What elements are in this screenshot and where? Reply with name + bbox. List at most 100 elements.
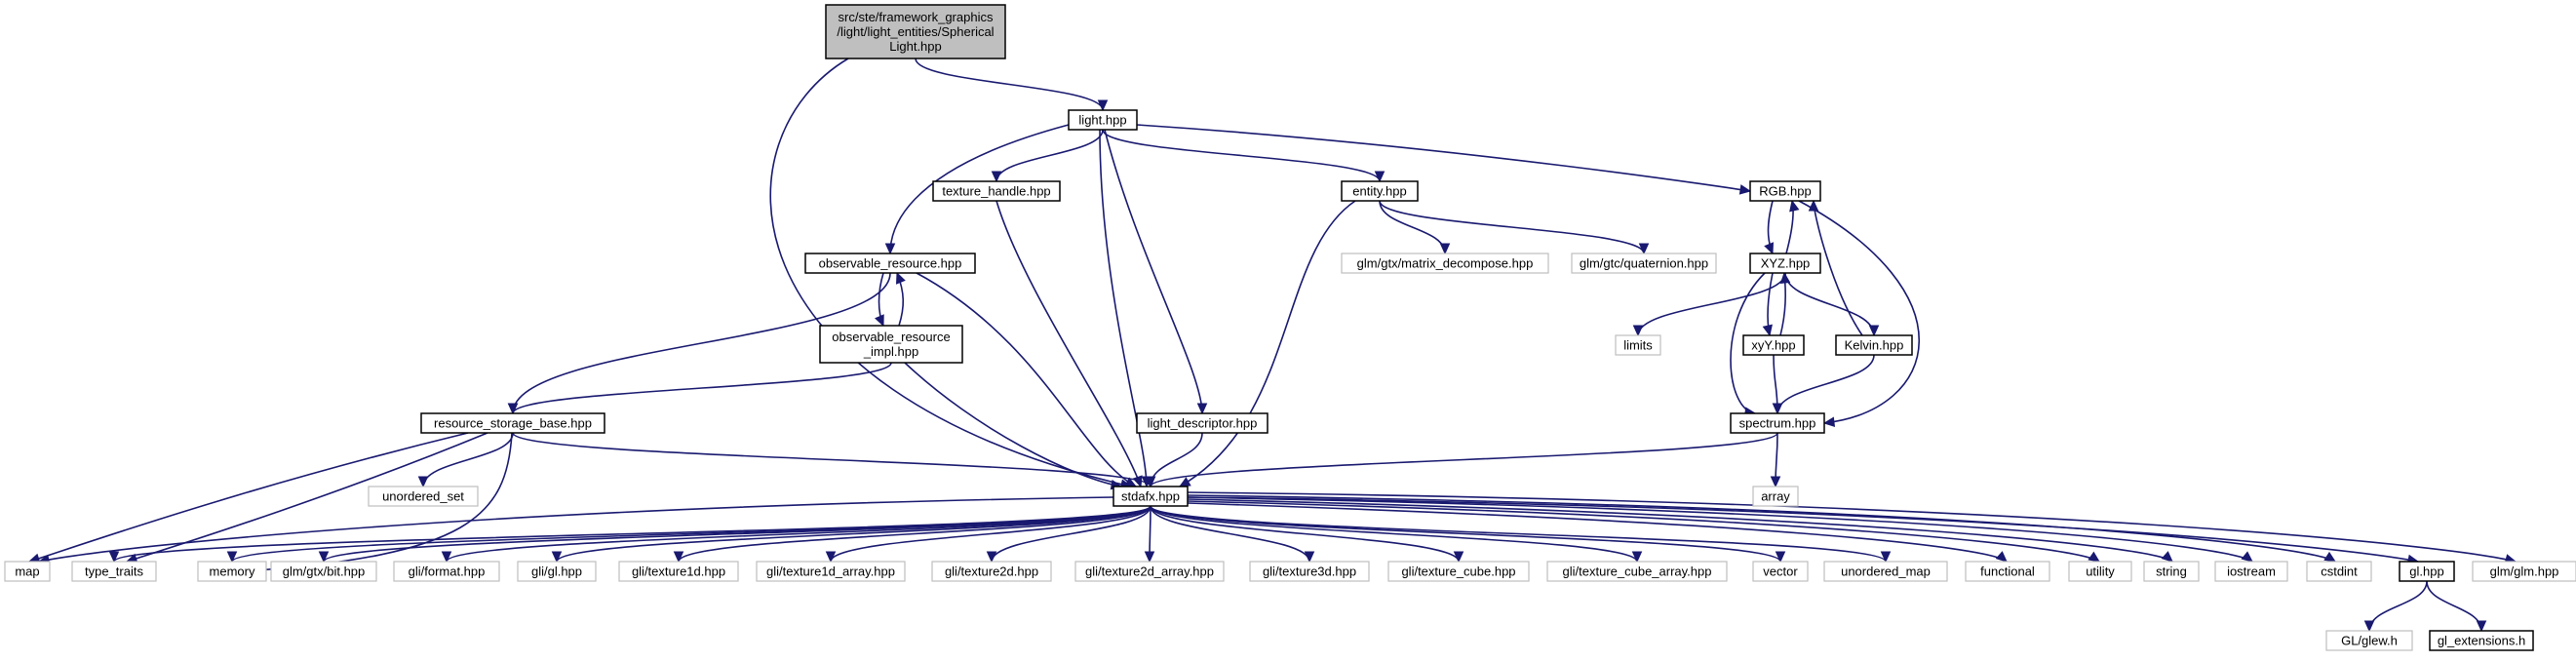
node-spectrum[interactable]: spectrum.hpp xyxy=(1730,412,1825,434)
node-gli-texture1d: gli/texture1d.hpp xyxy=(618,561,739,582)
edges-layer xyxy=(27,58,2517,633)
node-entity[interactable]: entity.hpp xyxy=(1341,180,1419,202)
node-limits: limits xyxy=(1615,334,1661,356)
node-label: gli/texture3d.hpp xyxy=(1263,565,1356,579)
node-string: string xyxy=(2143,561,2200,582)
edge-stdafx-to-gli_format xyxy=(441,505,1151,564)
node-stdafx[interactable]: stdafx.hpp xyxy=(1112,486,1189,507)
edge-arrowhead xyxy=(507,403,519,415)
node-label: stdafx.hpp xyxy=(1121,489,1180,504)
node-light[interactable]: light.hpp xyxy=(1068,109,1138,131)
node-box xyxy=(2399,561,2455,582)
node-box xyxy=(517,561,597,582)
edge-arrowhead xyxy=(1738,184,1752,195)
edge-line xyxy=(769,58,1132,487)
node-box xyxy=(393,561,500,582)
edge-stdafx-to-unordered_map xyxy=(1150,505,1892,564)
edge-arrowhead xyxy=(318,551,330,564)
node-box xyxy=(1823,561,1948,582)
node-observable-resource-impl[interactable]: observable_resource_impl.hpp xyxy=(819,325,963,364)
node-root[interactable]: src/ste/framework_graphics/light/light_e… xyxy=(825,4,1006,59)
edge-line xyxy=(995,200,1142,487)
node-label: light_descriptor.hpp xyxy=(1148,416,1258,431)
edge-stdafx-to-gtx_bit xyxy=(318,505,1151,564)
edge-line xyxy=(2426,580,2482,632)
node-label: cstdint xyxy=(2321,565,2358,579)
edge-observable_resource_impl-to-stdafx xyxy=(904,362,1123,490)
edge-arrowhead xyxy=(551,551,563,564)
node-label: type_traits xyxy=(85,565,143,579)
node-xyy[interactable]: xyY.hpp xyxy=(1742,334,1805,356)
edge-arrowhead xyxy=(1097,99,1109,112)
node-box xyxy=(1112,486,1189,507)
node-xyz[interactable]: XYZ.hpp xyxy=(1749,253,1821,274)
edge-line xyxy=(1187,491,2517,563)
node-label: spectrum.hpp xyxy=(1739,416,1816,431)
edge-kelvin-to-spectrum xyxy=(1772,354,1875,415)
edge-texture_handle-to-stdafx xyxy=(995,200,1143,488)
edge-line xyxy=(1187,502,2008,563)
edge-xyz-to-rgb xyxy=(1785,199,1800,254)
node-observable-resource[interactable]: observable_resource.hpp xyxy=(804,253,976,274)
node-label: src/ste/framework_graphics xyxy=(839,10,994,24)
edge-line xyxy=(1102,129,1381,182)
node-label: glm/gtx/matrix_decompose.hpp xyxy=(1357,256,1534,271)
node-label: gli/format.hpp xyxy=(409,565,486,579)
node-gli-texture2d-array: gli/texture2d_array.hpp xyxy=(1074,561,1225,582)
node-box xyxy=(1068,109,1138,131)
node-cstdint: cstdint xyxy=(2306,561,2372,582)
node-box xyxy=(2325,630,2413,651)
node-resource-storage-base[interactable]: resource_storage_base.hpp xyxy=(420,412,605,434)
node-label: _impl.hpp xyxy=(863,344,918,359)
node-label: resource_storage_base.hpp xyxy=(434,416,592,431)
edge-arrowhead xyxy=(1144,551,1155,564)
node-box xyxy=(1835,334,1913,356)
node-label: limits xyxy=(1623,338,1653,353)
node-box xyxy=(1742,334,1805,356)
node-box xyxy=(2306,561,2372,582)
edge-arrowhead xyxy=(417,476,429,488)
node-gli-texture-cube-array: gli/texture_cube_array.hpp xyxy=(1546,561,1728,582)
edge-arrowhead xyxy=(1822,416,1836,428)
node-box xyxy=(2143,561,2200,582)
node-label: functional xyxy=(1980,565,2035,579)
edge-arrowhead xyxy=(226,551,238,564)
edge-line xyxy=(991,505,1151,563)
edge-arrowhead xyxy=(441,551,452,564)
edge-xyz-to-kelvin xyxy=(1784,272,1880,337)
node-texture-handle[interactable]: texture_handle.hpp xyxy=(932,180,1061,202)
edge-line xyxy=(1379,200,1645,254)
node-iostream: iostream xyxy=(2214,561,2288,582)
node-label: map xyxy=(15,565,39,579)
edge-kelvin-to-rgb xyxy=(1808,199,1863,336)
node-label: Light.hpp xyxy=(889,39,942,54)
node-label: GL/glew.h xyxy=(2341,634,2398,648)
node-gli-texture1d-array: gli/texture1d_array.hpp xyxy=(756,561,906,582)
edge-light-to-observable_resource xyxy=(884,124,1070,255)
edge-line xyxy=(1150,505,1781,563)
node-label: utility xyxy=(2086,565,2115,579)
node-gl[interactable]: gl.hpp xyxy=(2399,561,2455,582)
edge-arrowhead xyxy=(1453,551,1464,564)
edge-stdafx-to-iostream xyxy=(1187,496,2253,563)
node-rgb[interactable]: RGB.hpp xyxy=(1749,180,1821,202)
edge-arrowhead xyxy=(673,551,684,564)
edge-entity-to-quaternion xyxy=(1379,200,1650,255)
nodes-layer: src/ste/framework_graphics/light/light_e… xyxy=(4,4,2576,651)
node-label: glm/glm.hpp xyxy=(2490,565,2559,579)
node-kelvin[interactable]: Kelvin.hpp xyxy=(1835,334,1913,356)
node-box xyxy=(1965,561,2050,582)
node-gl-extensions[interactable]: gl_extensions.h xyxy=(2429,630,2534,651)
edge-gl-to-gl_extensions xyxy=(2426,580,2487,633)
node-label: entity.hpp xyxy=(1352,184,1406,199)
node-light-descriptor[interactable]: light_descriptor.hpp xyxy=(1136,412,1268,434)
node-box xyxy=(71,561,157,582)
node-functional: functional xyxy=(1965,561,2050,582)
edge-line xyxy=(323,505,1151,563)
edge-rgb-to-xyz xyxy=(1764,200,1774,255)
node-label: gl_extensions.h xyxy=(2438,634,2525,648)
edge-arrowhead xyxy=(1808,199,1819,212)
node-label: gli/texture2d.hpp xyxy=(945,565,1038,579)
